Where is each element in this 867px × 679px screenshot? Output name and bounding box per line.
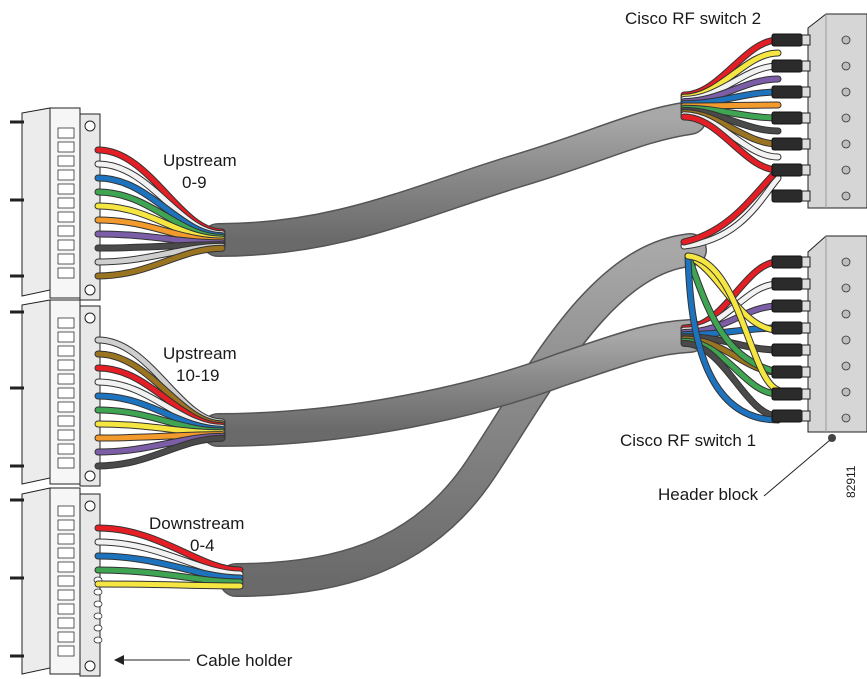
wire-downstream-0-4-white	[95, 539, 243, 577]
cable-holder-arrow-head	[114, 655, 124, 665]
switch2-plug-4	[771, 111, 811, 125]
rf-switch-1-label: Cisco RF switch 1	[620, 431, 756, 450]
wire-upstream-10-19-black	[95, 435, 225, 469]
header-block-label: Header block	[658, 485, 759, 504]
switch2-plug-6	[771, 163, 811, 177]
switch1-plug-2	[771, 277, 811, 291]
plug-layer	[771, 33, 811, 423]
switch1-plug-5	[771, 343, 811, 357]
switch2-plug-7	[771, 189, 811, 203]
switch1-plug-4	[771, 321, 811, 335]
switch1-plug-1	[771, 255, 811, 269]
wire-downstream-0-4-red	[95, 525, 243, 573]
cable-holder-label: Cable holder	[196, 651, 293, 670]
header-block-leader	[763, 439, 831, 497]
cable-holder-bottom	[10, 487, 103, 677]
wire-upstream-0-9-brown	[95, 245, 225, 279]
rf-switch-1-block	[807, 235, 867, 442]
rf-switch-2-label: Cisco RF switch 2	[625, 9, 761, 28]
wire-down-yellow-2	[685, 253, 781, 393]
figure-id: 82911	[844, 465, 858, 498]
switch1-plug-7	[771, 387, 811, 401]
upstream-10-19-label-line2: 10-19	[176, 366, 219, 385]
cable-holder-middle	[10, 299, 101, 487]
switch2-plug-2	[771, 59, 811, 73]
switch1-plug-6	[771, 365, 811, 379]
wire-layer	[94, 36, 782, 590]
wire-downstream-0-4-green	[95, 567, 243, 585]
wire-downstream-0-4-blue	[95, 553, 243, 581]
upstream-0-9-label-line2: 0-9	[182, 173, 207, 192]
wire-downstream-0-4-yellow	[95, 581, 243, 589]
rf-switch-2-block	[807, 13, 867, 209]
wire-down-blue-loop	[685, 253, 781, 423]
upstream-0-9-label-line1: Upstream	[163, 151, 237, 170]
wire-switch2-10	[681, 114, 781, 173]
switch1-plug-3	[771, 299, 811, 313]
cable-holder-top	[10, 107, 101, 301]
wire-down-to-sw2-red	[681, 167, 781, 245]
upstream-10-19-label-line1: Upstream	[163, 344, 237, 363]
switch1-plug-8	[771, 409, 811, 423]
switch2-plug-5	[771, 137, 811, 151]
switch2-plug-1	[771, 33, 811, 47]
wire-down-to-sw2-white	[681, 175, 781, 249]
downstream-0-4-label-line1: Downstream	[149, 514, 244, 533]
switch2-plug-3	[771, 85, 811, 99]
downstream-0-4-label-line2: 0-4	[190, 536, 215, 555]
